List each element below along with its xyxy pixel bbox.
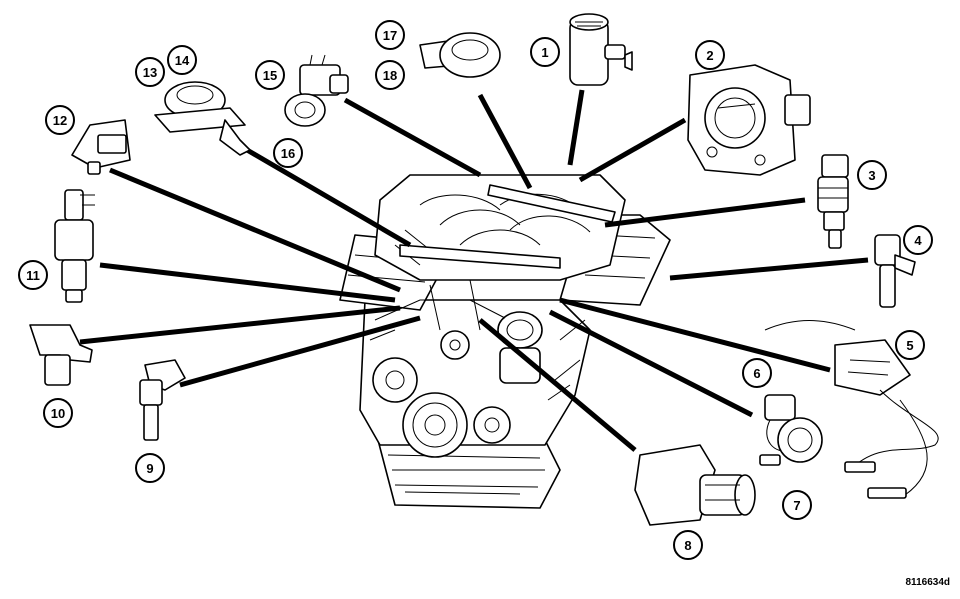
callout-18: 18 — [375, 60, 405, 90]
callout-6: 6 — [742, 358, 772, 388]
leader-lines — [79, 89, 869, 452]
component-9-temp-sensor — [139, 359, 186, 441]
component-15-16-solenoid — [284, 54, 349, 127]
component-5-o2-module — [764, 320, 939, 499]
callout-7: 7 — [782, 490, 812, 520]
callout-2: 2 — [695, 40, 725, 70]
component-17-18-knock-sensor — [419, 32, 501, 78]
component-13-14-sensor — [154, 81, 251, 156]
component-1-maf-sensor — [569, 13, 633, 86]
component-11-ignition-coil — [54, 189, 95, 303]
callout-9: 9 — [135, 453, 165, 483]
callout-3: 3 — [857, 160, 887, 190]
component-10-cam-sensor — [29, 324, 93, 386]
component-3-fuel-injector — [817, 154, 849, 249]
callout-12: 12 — [45, 105, 75, 135]
component-4-crank-sensor — [874, 234, 916, 308]
callout-4: 4 — [903, 225, 933, 255]
callout-14: 14 — [167, 45, 197, 75]
callout-8: 8 — [673, 530, 703, 560]
callout-5: 5 — [895, 330, 925, 360]
callout-17: 17 — [375, 20, 405, 50]
callout-16: 16 — [273, 138, 303, 168]
component-6-7-vacuum-valve — [759, 394, 823, 466]
callout-15: 15 — [255, 60, 285, 90]
callout-1: 1 — [530, 37, 560, 67]
component-8-air-pump — [634, 444, 756, 526]
callout-10: 10 — [43, 398, 73, 428]
component-2-throttle-body — [687, 64, 811, 176]
engine-assembly — [339, 174, 671, 509]
component-12-map-sensor — [71, 119, 131, 175]
figure-id: 8116634d — [905, 577, 951, 588]
callout-11: 11 — [18, 260, 48, 290]
callout-13: 13 — [135, 57, 165, 87]
